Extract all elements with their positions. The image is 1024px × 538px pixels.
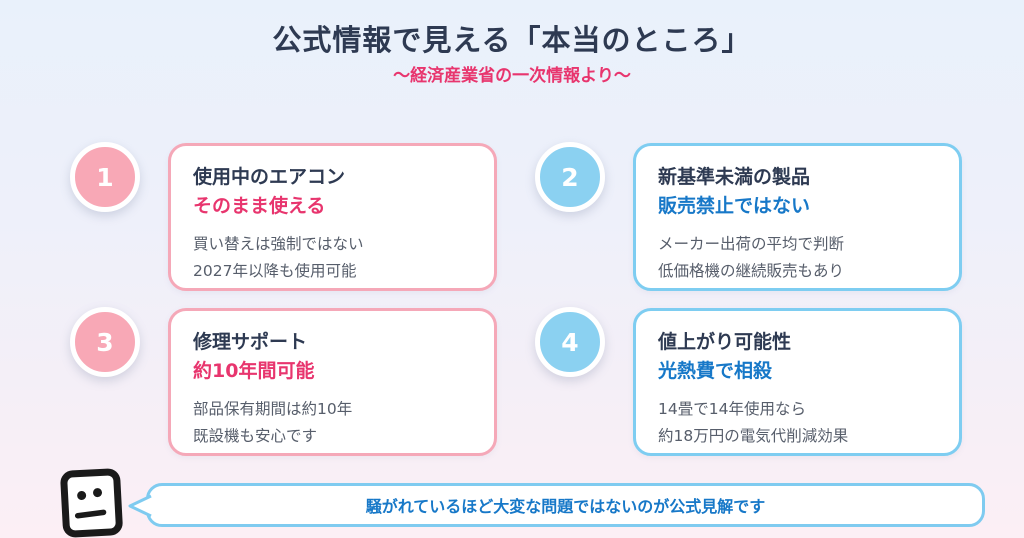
card-2-detail-line: メーカー出荷の平均で判断 xyxy=(658,235,845,253)
card-3-details: 部品保有期間は約10年 既設機も安心です xyxy=(193,396,472,449)
speech-bubble-text: 騒がれているほど大変な問題ではないのが公式見解です xyxy=(365,497,766,516)
card-3-detail-line: 部品保有期間は約10年 xyxy=(193,400,353,418)
card-1-highlight: そのまま使える xyxy=(193,194,326,217)
doodle-face-icon xyxy=(54,466,128,538)
card-2-title: 新基準未満の製品 xyxy=(658,166,811,188)
card-2-highlight: 販売禁止ではない xyxy=(658,194,811,217)
card-3-highlight: 約10年間可能 xyxy=(193,359,315,382)
card-4-detail-line: 14畳で14年使用なら xyxy=(658,400,806,418)
card-2-detail-line: 低価格機の継続販売もあり xyxy=(658,261,845,280)
item-4-number: 4 xyxy=(561,327,579,357)
item-1-number: 1 xyxy=(96,162,114,192)
info-card-3: 修理サポート 約10年間可能 部品保有期間は約10年 既設機も安心です xyxy=(168,308,497,456)
page-title: 公式情報で見える「本当のところ」 xyxy=(272,23,752,57)
item-3-number-badge: 3 xyxy=(70,307,140,377)
item-2-number-badge: 2 xyxy=(535,142,605,212)
info-card-4: 値上がり可能性 光熱費で相殺 14畳で14年使用なら 約18万円の電気代削減効果 xyxy=(633,308,962,456)
card-1-detail-line: 買い替えは強制ではない xyxy=(193,235,364,253)
speech-bubble-tail xyxy=(125,493,153,523)
card-1-detail-line: 2027年以降も使用可能 xyxy=(193,261,357,280)
card-3-detail-line: 既設機も安心です xyxy=(193,426,318,445)
card-4-detail-line: 約18万円の電気代削減効果 xyxy=(658,426,849,445)
card-4-details: 14畳で14年使用なら 約18万円の電気代削減効果 xyxy=(658,396,937,449)
page-subtitle: ～経済産業省の一次情報より～ xyxy=(393,66,631,86)
card-4-highlight: 光熱費で相殺 xyxy=(658,359,773,382)
card-4-title: 値上がり可能性 xyxy=(658,331,792,353)
card-1-title: 使用中のエアコン xyxy=(193,166,346,188)
info-card-2: 新基準未満の製品 販売禁止ではない メーカー出荷の平均で判断 低価格機の継続販売… xyxy=(633,143,962,291)
item-2-number: 2 xyxy=(561,162,579,192)
card-1-details: 買い替えは強制ではない 2027年以降も使用可能 xyxy=(193,231,472,284)
info-card-1: 使用中のエアコン そのまま使える 買い替えは強制ではない 2027年以降も使用可… xyxy=(168,143,497,291)
speech-bubble: 騒がれているほど大変な問題ではないのが公式見解です xyxy=(146,483,985,527)
item-3-number: 3 xyxy=(96,327,114,357)
card-3-title: 修理サポート xyxy=(193,331,308,353)
item-4-number-badge: 4 xyxy=(535,307,605,377)
card-2-details: メーカー出荷の平均で判断 低価格機の継続販売もあり xyxy=(658,231,937,284)
item-1-number-badge: 1 xyxy=(70,142,140,212)
